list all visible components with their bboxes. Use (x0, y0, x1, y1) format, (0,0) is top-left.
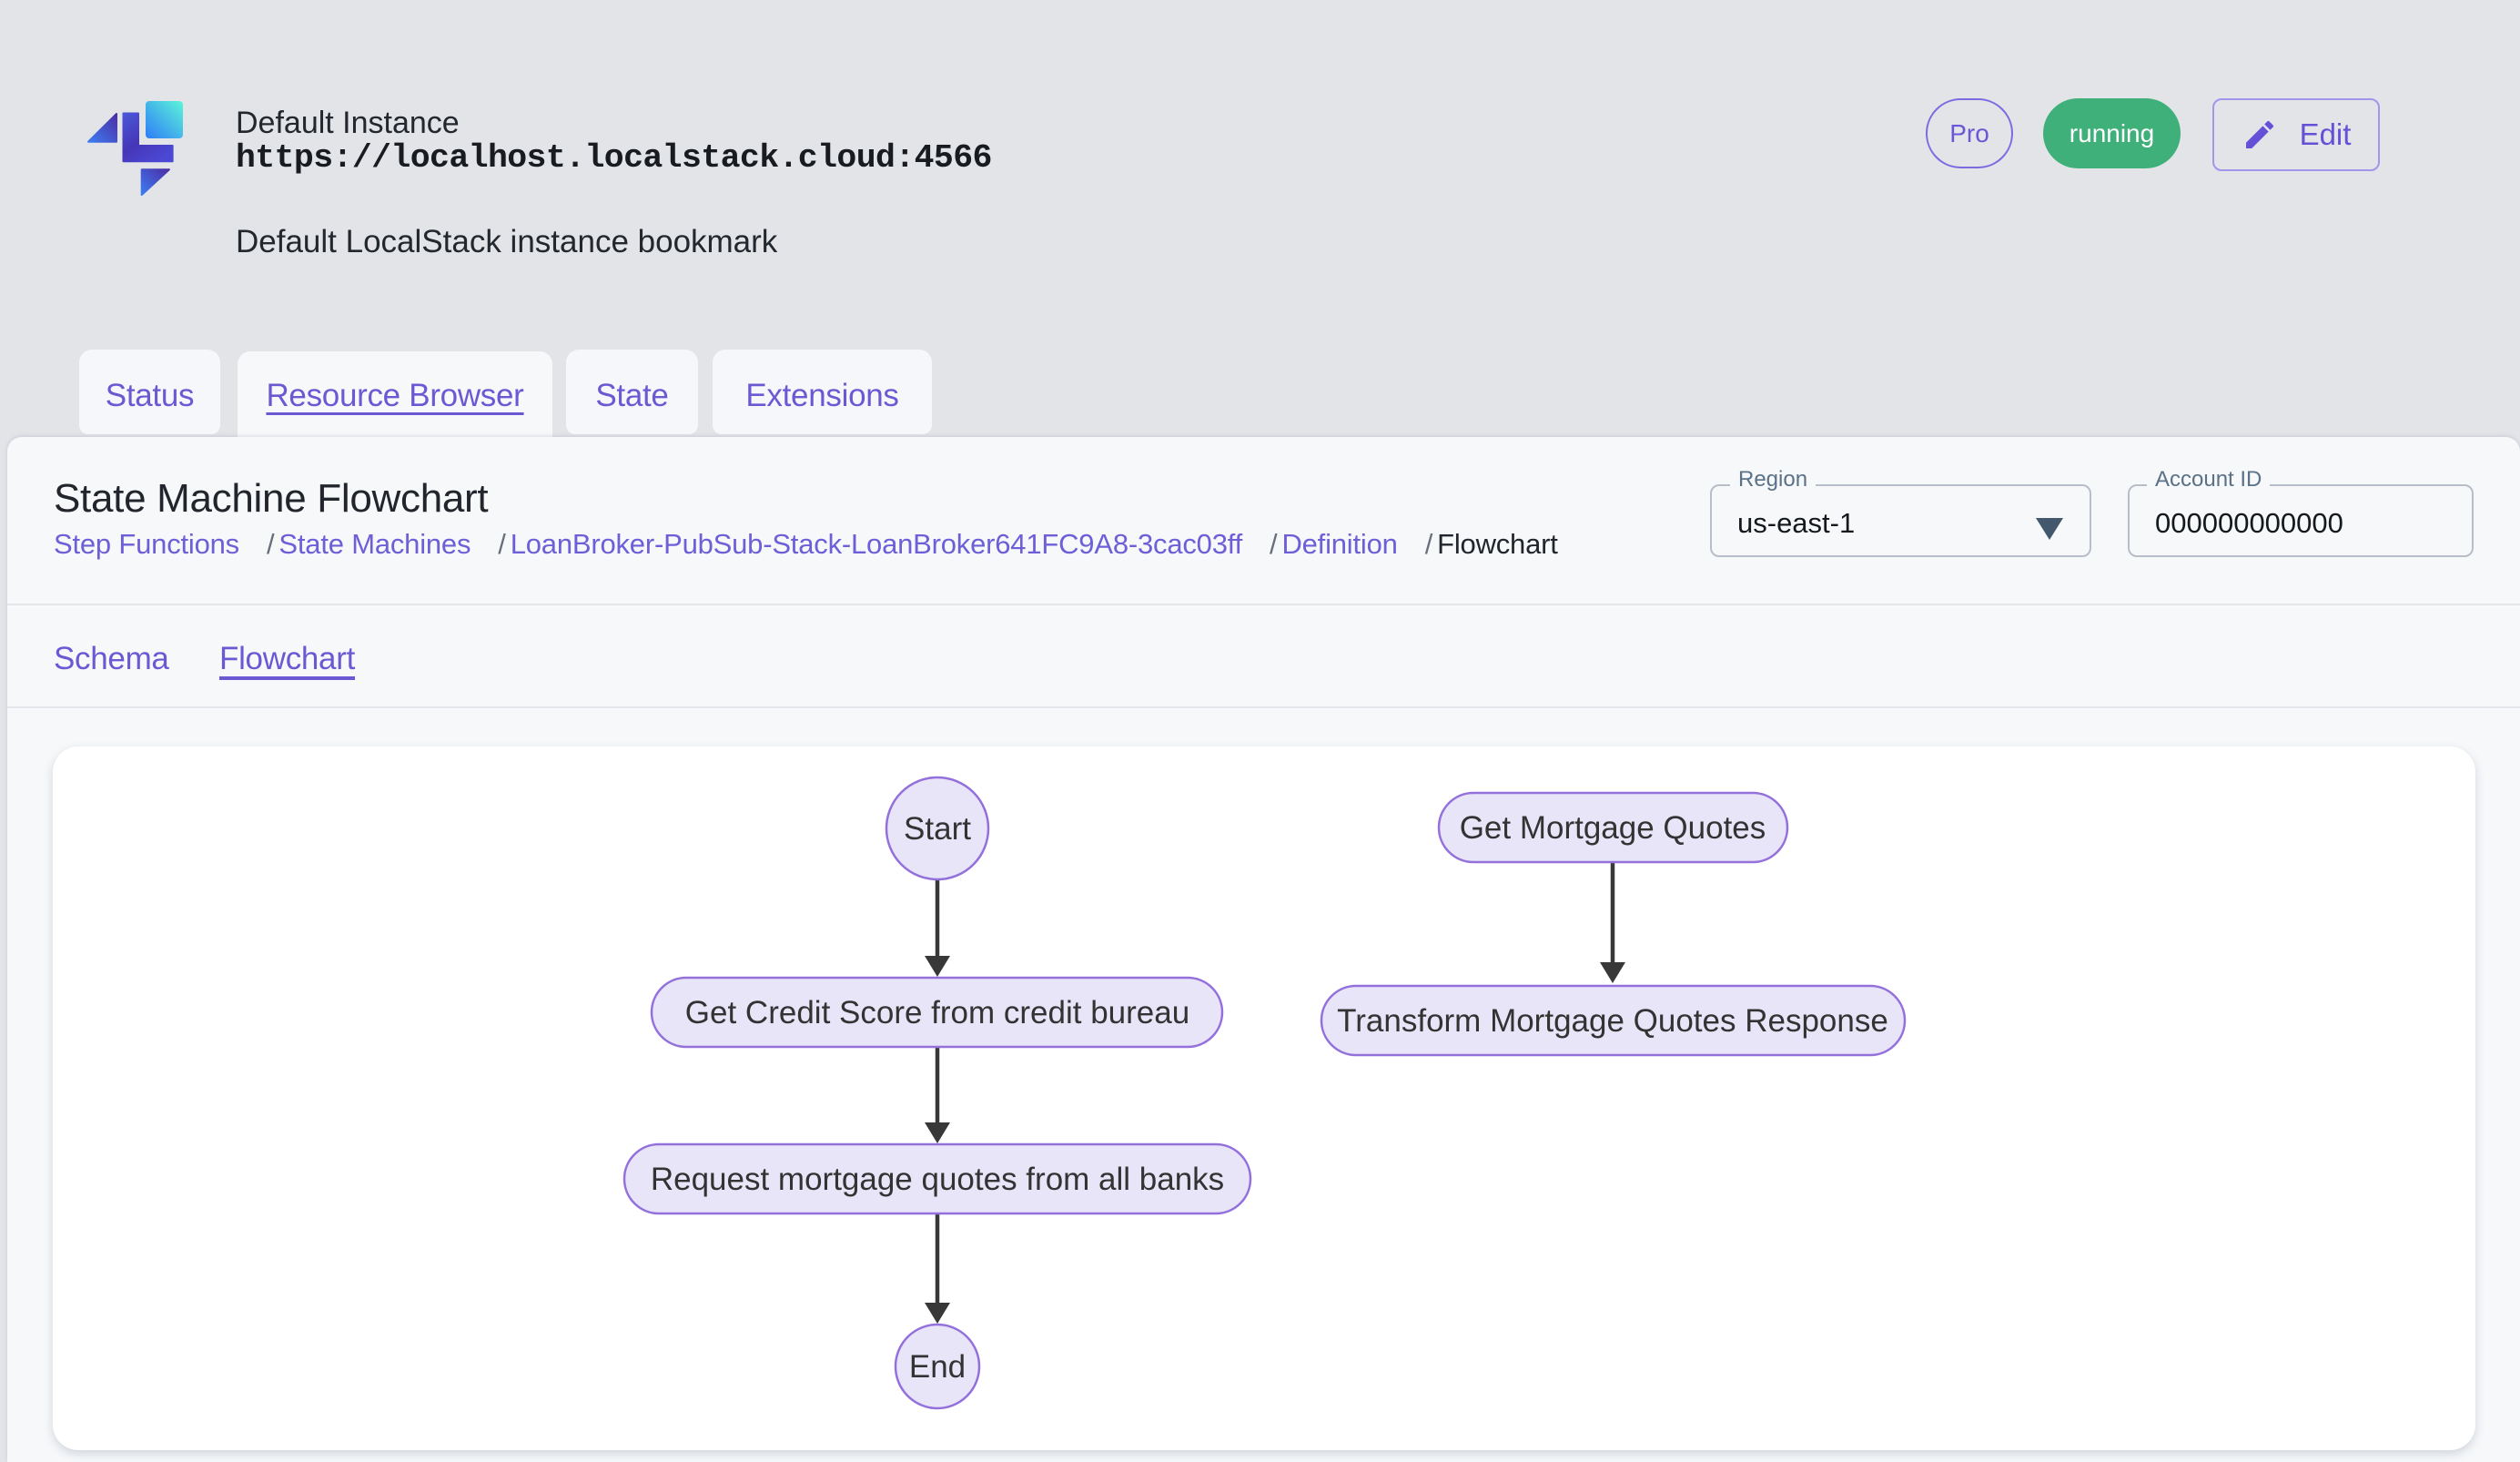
svg-text:End: End (909, 1349, 966, 1385)
svg-text:Get Mortgage Quotes: Get Mortgage Quotes (1460, 810, 1766, 846)
svg-text:Transform Mortgage Quotes Resp: Transform Mortgage Quotes Response (1337, 1003, 1888, 1039)
svg-text:Request mortgage quotes from a: Request mortgage quotes from all banks (651, 1162, 1224, 1197)
svg-text:Get Credit Score from credit b: Get Credit Score from credit bureau (685, 995, 1189, 1031)
svg-text:Start: Start (904, 811, 971, 847)
